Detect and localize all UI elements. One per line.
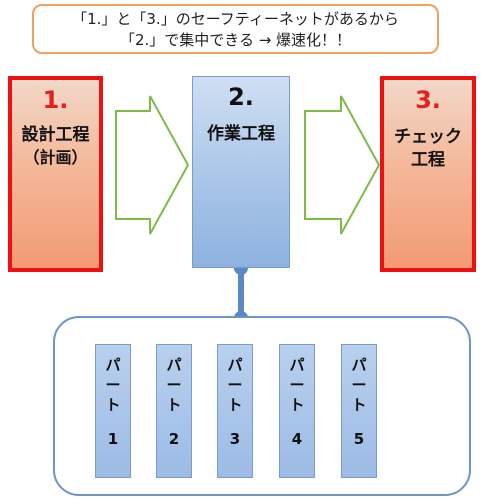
part-number: 5 xyxy=(353,430,365,448)
stage-number: 3. xyxy=(415,86,441,114)
part-box-3: パ ー ト 3 xyxy=(217,344,253,478)
stage-label: 設計工程 xyxy=(21,125,90,145)
part-box-1: パ ー ト 1 xyxy=(95,344,131,478)
stage-label-line-2: 工程 xyxy=(411,150,445,170)
part-number: 3 xyxy=(229,430,241,448)
stage-check: 3. チェック 工程 xyxy=(380,76,476,272)
part-kana: ト xyxy=(166,396,182,414)
part-kana: パ xyxy=(105,356,121,374)
stage-work: 2. 作業工程 xyxy=(192,76,290,268)
stage-number: 2. xyxy=(228,83,254,111)
part-kana: ト xyxy=(227,396,243,414)
stage-number: 1. xyxy=(42,86,69,114)
part-kana: ー xyxy=(351,376,367,394)
part-number: 1 xyxy=(107,430,119,448)
part-number: 2 xyxy=(168,430,180,448)
callout-line-2: 「2.」で集中できる → 爆速化！！ xyxy=(119,31,352,49)
part-kana: パ xyxy=(166,356,182,374)
part-kana: ト xyxy=(289,396,305,414)
part-box-2: パ ー ト 2 xyxy=(156,344,192,478)
part-kana: ー xyxy=(289,376,305,394)
part-kana: パ xyxy=(227,356,243,374)
stage-label: 作業工程 xyxy=(207,124,275,144)
stage-sublabel: （計画） xyxy=(23,148,88,167)
summary-callout: 「1.」と「3.」のセーフティーネットがあるから 「2.」で集中できる → 爆速… xyxy=(32,4,439,54)
part-kana: パ xyxy=(289,356,305,374)
part-kana: ー xyxy=(105,376,121,394)
part-kana: ー xyxy=(166,376,182,394)
part-kana: ト xyxy=(105,396,121,414)
part-kana: ト xyxy=(351,396,367,414)
part-box-4: パ ー ト 4 xyxy=(279,344,315,478)
part-box-5: パ ー ト 5 xyxy=(341,344,377,478)
part-kana: パ xyxy=(351,356,367,374)
arrow-right-2 xyxy=(304,95,381,235)
part-kana: ー xyxy=(227,376,243,394)
stage-label-line-1: チェック xyxy=(394,127,462,147)
callout-line-1: 「1.」と「3.」のセーフティーネットがあるから xyxy=(72,10,399,28)
part-number: 4 xyxy=(291,430,303,448)
arrow-right-1 xyxy=(115,95,190,235)
stage-design: 1. 設計工程 （計画） xyxy=(8,76,103,272)
